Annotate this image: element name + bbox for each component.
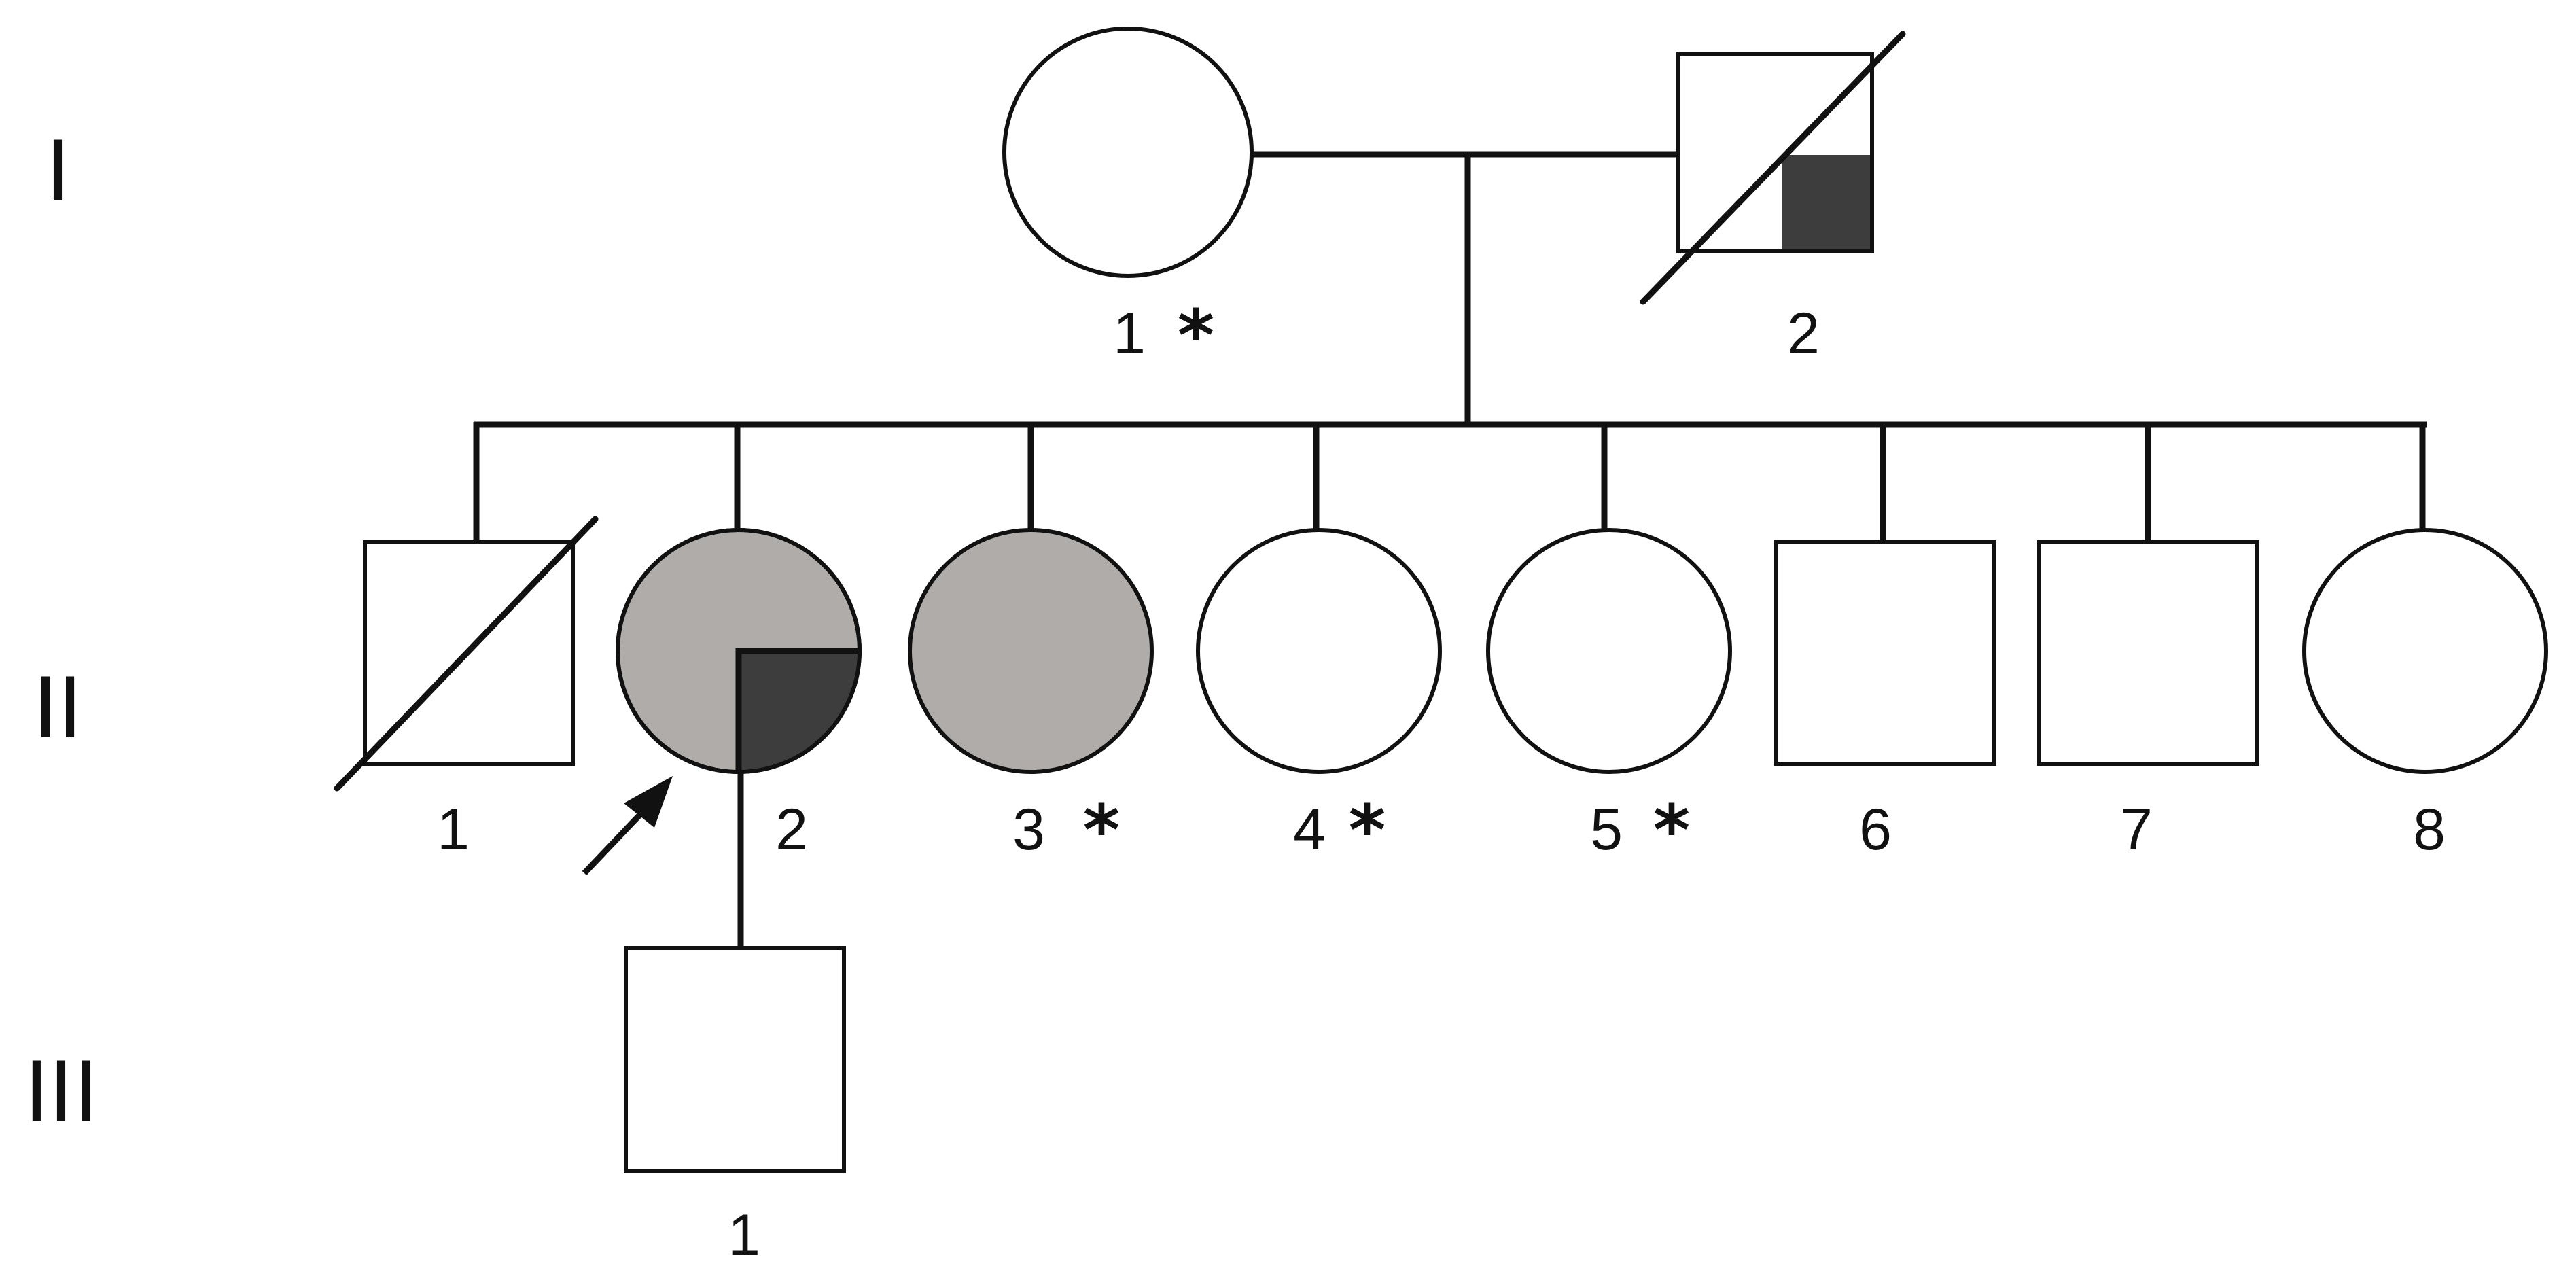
individual-ii-2: 2: [582, 528, 862, 876]
female-symbol: [1486, 528, 1732, 774]
female-symbol: [1196, 528, 1442, 774]
individual-ii-7: 7: [2037, 540, 2259, 862]
female-symbol: [1002, 27, 1254, 278]
affected-quarter-fill: [739, 651, 860, 772]
male-symbol: [1774, 540, 1996, 766]
generation-label-ii: II: [33, 657, 82, 756]
male-symbol: [2037, 540, 2259, 766]
individual-number: 1: [437, 797, 470, 862]
individual-number: 7: [2120, 797, 2153, 862]
female-symbol-outline: [616, 528, 862, 774]
individual-number: 5: [1590, 797, 1623, 862]
deceased-slash: [334, 516, 599, 792]
individual-ii-5: 5 *: [1486, 528, 1732, 872]
individual-ii-3: 3 *: [908, 528, 1154, 872]
individual-number: 4: [1293, 797, 1326, 862]
individual-number: 6: [1859, 797, 1892, 862]
asterisk-marker: *: [1653, 789, 1690, 872]
male-symbol-outline: [1676, 52, 1874, 253]
individual-number: 1: [1113, 301, 1146, 366]
proband-arrow-icon: [582, 776, 673, 876]
generation-label-iii: III: [24, 1041, 98, 1140]
individual-iii-1: 1: [624, 946, 846, 1268]
deceased-slash: [1640, 31, 1906, 305]
quarter-outline: [735, 648, 860, 772]
individual-number: 3: [1012, 797, 1045, 862]
individual-ii-8: 8: [2302, 528, 2548, 862]
male-symbol: [624, 946, 846, 1173]
individual-i-1: 1 *: [1002, 27, 1254, 377]
individual-number: 8: [2413, 797, 2446, 862]
female-symbol: [908, 528, 1154, 774]
individual-ii-1: 1: [334, 516, 599, 862]
individual-ii-6: 6: [1774, 540, 1996, 862]
asterisk-marker: *: [1178, 294, 1214, 377]
generation-label-i: I: [46, 120, 70, 219]
affected-quarter-fill: [1782, 155, 1872, 251]
individual-ii-4: 4 *: [1196, 528, 1442, 872]
individual-i-2: 2: [1640, 31, 1906, 366]
asterisk-marker: *: [1083, 789, 1120, 872]
individual-number: 2: [775, 797, 808, 862]
individual-number: 1: [728, 1203, 760, 1268]
asterisk-marker: *: [1349, 789, 1386, 872]
individual-number: 2: [1787, 301, 1820, 366]
female-symbol: [2302, 528, 2548, 774]
